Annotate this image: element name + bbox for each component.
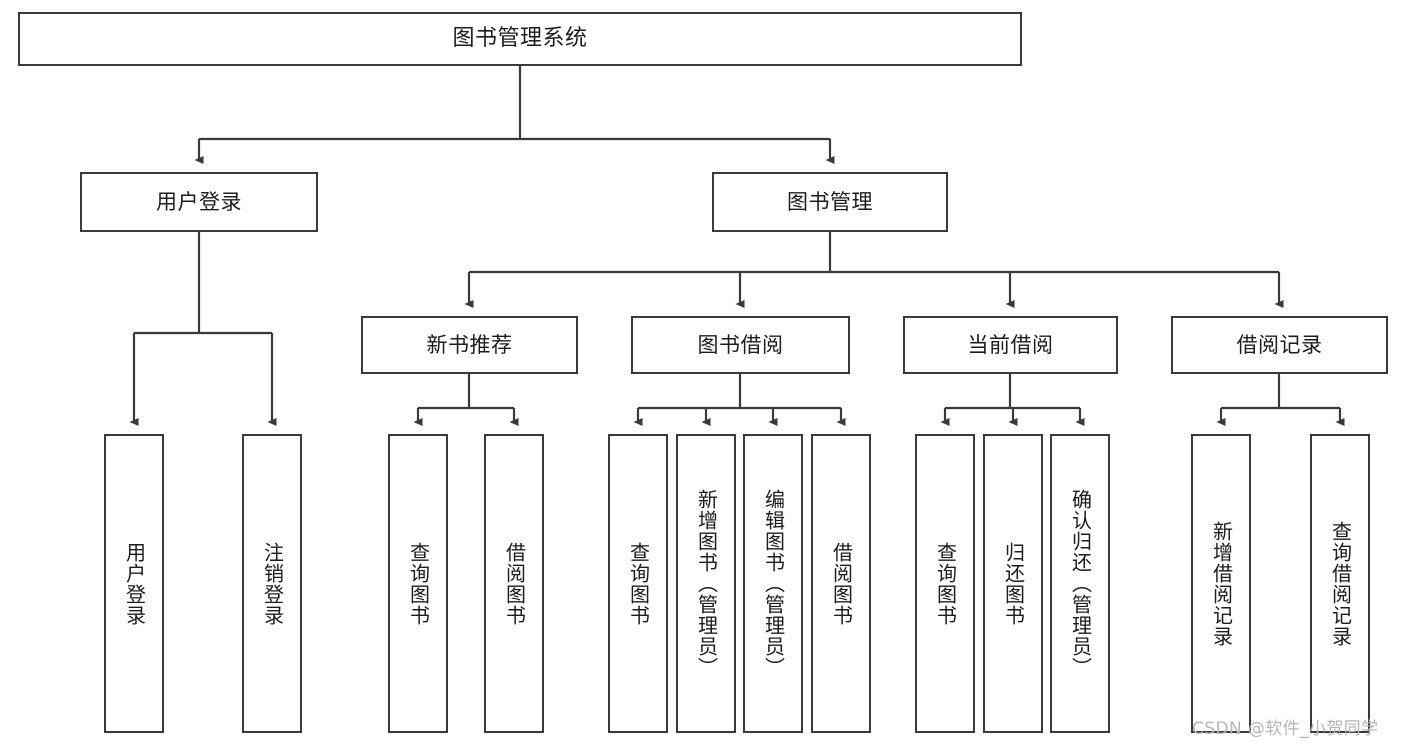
node-user-login[interactable]: 用户登录: [80, 172, 318, 232]
node-leaf-query-borrow-record-label: 查询借阅记录: [1328, 520, 1353, 647]
node-leaf-query-book-3-label: 查询图书: [933, 541, 958, 626]
node-leaf-confirm-return[interactable]: 确认归还（管理员）: [1050, 434, 1110, 733]
node-borrow-record[interactable]: 借阅记录: [1171, 316, 1388, 374]
node-book-borrow[interactable]: 图书借阅: [631, 316, 850, 374]
node-leaf-edit-book-label: 编辑图书（管理员）: [761, 489, 786, 678]
node-book-borrow-label: 图书借阅: [697, 332, 784, 357]
node-root-system[interactable]: 图书管理系统: [18, 12, 1022, 66]
node-borrow-record-label: 借阅记录: [1236, 332, 1323, 357]
node-new-book-recommend[interactable]: 新书推荐: [361, 316, 578, 374]
node-leaf-query-book-2[interactable]: 查询图书: [608, 434, 668, 733]
node-leaf-user-logout-label: 注销登录: [260, 541, 285, 626]
node-new-book-recommend-label: 新书推荐: [426, 332, 513, 357]
node-leaf-return-book-label: 归还图书: [1001, 541, 1026, 626]
node-book-manage-label: 图书管理: [787, 189, 873, 214]
node-leaf-add-book-label: 新增图书（管理员）: [694, 489, 719, 678]
watermark-text: CSDN @软件_小贺同学: [1192, 719, 1379, 739]
node-leaf-user-login-label: 用户登录: [122, 541, 147, 626]
node-leaf-user-login[interactable]: 用户登录: [104, 434, 164, 733]
node-leaf-query-borrow-record[interactable]: 查询借阅记录: [1310, 434, 1370, 733]
node-leaf-add-borrow-record[interactable]: 新增借阅记录: [1191, 434, 1251, 733]
node-current-borrow[interactable]: 当前借阅: [903, 316, 1118, 374]
node-leaf-borrow-book-1-label: 借阅图书: [502, 541, 527, 626]
node-leaf-borrow-book-1[interactable]: 借阅图书: [484, 434, 544, 733]
node-leaf-add-book[interactable]: 新增图书（管理员）: [676, 434, 736, 733]
node-book-manage[interactable]: 图书管理: [712, 172, 948, 232]
node-leaf-return-book[interactable]: 归还图书: [983, 434, 1043, 733]
node-leaf-query-book-1-label: 查询图书: [406, 541, 431, 626]
node-user-login-label: 用户登录: [156, 189, 242, 214]
node-leaf-borrow-book-2[interactable]: 借阅图书: [811, 434, 871, 733]
node-leaf-borrow-book-2-label: 借阅图书: [829, 541, 854, 626]
node-leaf-user-logout[interactable]: 注销登录: [242, 434, 302, 733]
node-leaf-edit-book[interactable]: 编辑图书（管理员）: [743, 434, 803, 733]
node-current-borrow-label: 当前借阅: [967, 332, 1054, 357]
node-leaf-add-borrow-record-label: 新增借阅记录: [1209, 520, 1234, 647]
node-leaf-confirm-return-label: 确认归还（管理员）: [1068, 489, 1093, 678]
node-leaf-query-book-2-label: 查询图书: [626, 541, 651, 626]
node-leaf-query-book-1[interactable]: 查询图书: [388, 434, 448, 733]
node-leaf-query-book-3[interactable]: 查询图书: [915, 434, 975, 733]
node-root-label: 图书管理系统: [452, 26, 588, 52]
